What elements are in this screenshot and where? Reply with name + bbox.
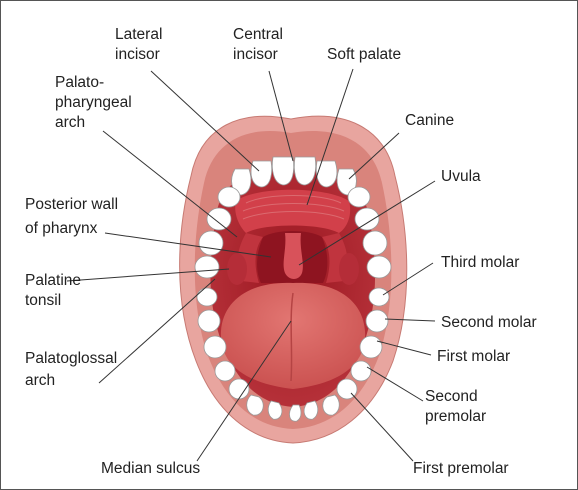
label-second-molar: Second molar [441,314,537,331]
label-median-sulcus: Median sulcus [101,460,200,477]
second-premolar [351,361,371,381]
label-first-molar: First molar [437,348,510,365]
label-canine: Canine [405,112,454,129]
label-palatoglossal-arch: Palatoglossal arch [25,350,122,389]
third-molar [369,288,389,306]
lateral-incisor-upper-right [316,161,337,187]
label-palatopharyngeal-arch: Palato- pharyngeal arch [55,74,136,131]
label-lateral-incisor: Lateral incisor [115,26,167,63]
label-palatine-tonsil: Palatine tonsil [25,272,85,309]
label-soft-palate: Soft palate [327,46,401,63]
label-third-molar: Third molar [441,254,519,271]
canine-lower [323,395,340,415]
label-central-incisor: Central incisor [233,26,287,63]
palatine-tonsil-right [339,253,359,285]
palatine-tonsil [227,253,247,285]
label-uvula: Uvula [441,168,481,185]
label-posterior-wall-of-pharynx: Posterior wall of pharynx [25,196,122,237]
first-molar [360,336,382,358]
label-first-premolar: First premolar [413,460,509,477]
lateral-incisor-upper-left [251,161,272,187]
second-molar [366,310,388,332]
uvula [284,233,303,279]
label-second-premolar: Second premolar [425,388,486,425]
